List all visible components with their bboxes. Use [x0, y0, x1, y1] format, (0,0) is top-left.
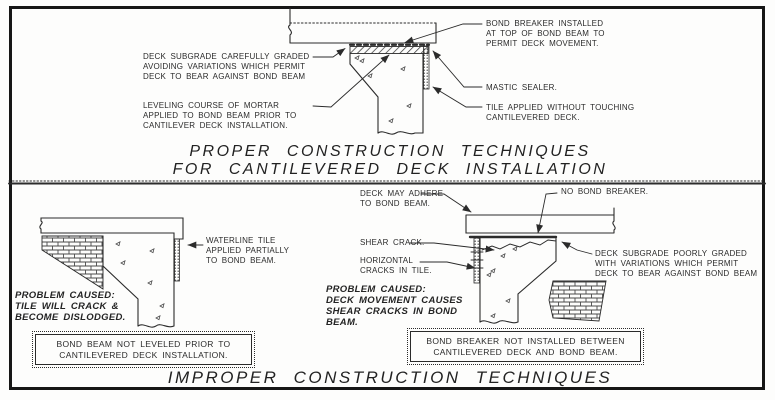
label-deck-subgrade-proper: DECK SUBGRADE CAREFULLY GRADED AVOIDING …: [143, 52, 310, 81]
proper-detail-drawing: [288, 7, 483, 135]
caption-right-text: BOND BREAKER NOT INSTALLED BETWEEN CANTI…: [426, 335, 625, 357]
proper-title-line2: FOR CANTILEVERED DECK INSTALLATION: [172, 161, 608, 178]
tile-strip: [174, 238, 180, 282]
deck-slab: [465, 207, 616, 234]
label-bond-breaker: BOND BREAKER INSTALLED AT TOP OF BOND BE…: [486, 19, 605, 48]
subgrade-hatch: [548, 280, 607, 322]
caption-box-right: BOND BREAKER NOT INSTALLED BETWEEN CANTI…: [407, 328, 644, 365]
mortar-leveling-course: [349, 46, 429, 54]
sheet-border: [9, 6, 765, 390]
tile-strip: [423, 45, 430, 90]
caption-box-left: BOND BEAM NOT LEVELED PRIOR TO CANTILEVE…: [32, 331, 255, 368]
bond-beam: [349, 52, 379, 134]
problem-caused-right: PROBLEM CAUSED: DECK MOVEMENT CAUSES SHE…: [326, 284, 463, 328]
bond-beam: [102, 235, 139, 327]
proper-panel-title: PROPER CONSTRUCTION TECHNIQUES FOR CANTI…: [140, 143, 640, 179]
shear-crack-line: [481, 239, 557, 251]
proper-title-line1: PROPER CONSTRUCTION TECHNIQUES: [189, 143, 591, 160]
label-leveling-course: LEVELING COURSE OF MORTAR APPLIED TO BON…: [143, 101, 297, 130]
problem-caused-left: PROBLEM CAUSED: TILE WILL CRACK & BECOME…: [15, 290, 126, 323]
label-deck-subgrade-improper: DECK SUBGRADE POORLY GRADED WITH VARIATI…: [595, 249, 758, 278]
deck-slab: [288, 7, 292, 44]
improper-left-drawing: [39, 217, 204, 328]
tile-strip: [473, 237, 480, 284]
leader-lines: [312, 23, 483, 108]
panel-divider: [8, 180, 766, 185]
leader-lines: [409, 192, 593, 270]
label-deck-adhere: DECK MAY ADHERE TO BOND BEAM.: [360, 189, 444, 208]
improper-right-drawing: [409, 192, 616, 324]
label-tile-applied: TILE APPLIED WITHOUT TOUCHING CANTILEVER…: [486, 103, 635, 122]
label-mastic-sealer: MASTIC SEALER.: [486, 83, 558, 92]
improper-title-text: IMPROPER CONSTRUCTION TECHNIQUES: [167, 368, 613, 387]
caption-left-text: BOND BEAM NOT LEVELED PRIOR TO CANTILEVE…: [56, 338, 231, 360]
label-waterline-tile: WATERLINE TILE APPLIED PARTIALLY TO BOND…: [206, 236, 290, 265]
improper-panel-title: IMPROPER CONSTRUCTION TECHNIQUES: [140, 368, 640, 387]
label-horizontal-cracks: HORIZONTAL CRACKS IN TILE.: [360, 256, 432, 275]
unlevel-mortar-wedge: [41, 235, 104, 290]
label-shear-crack: SHEAR CRACK.: [360, 238, 425, 247]
label-no-bond-breaker: NO BOND BREAKER.: [561, 187, 649, 196]
